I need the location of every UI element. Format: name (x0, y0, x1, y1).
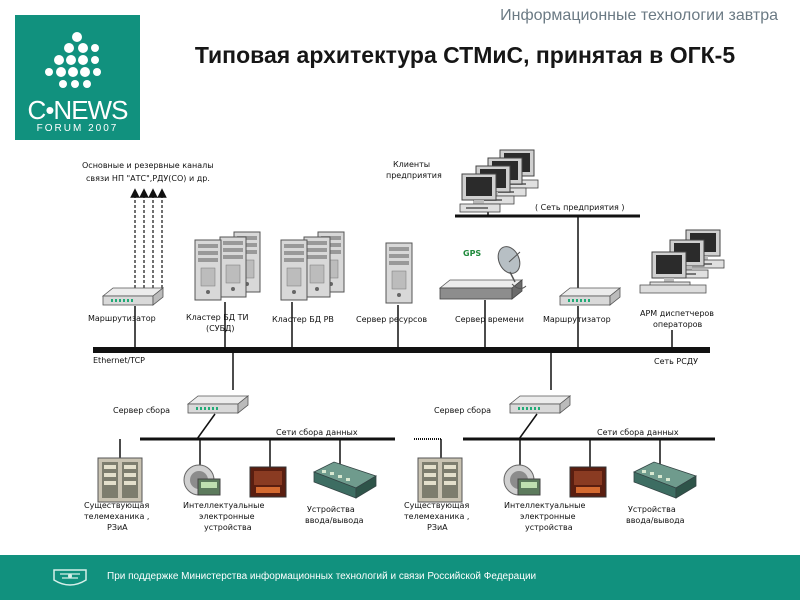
footer-text: При поддержке Министерства информационны… (107, 571, 537, 582)
telemech-right-label-1: Существующая (404, 501, 470, 510)
time-server-label: Сервер времени (455, 315, 524, 324)
logo-forum: FORUM 2007 (36, 123, 119, 134)
io-devices-right-icon (633, 461, 697, 499)
footer-bar: При поддержке Министерства информационны… (0, 555, 800, 600)
data-networks-left-label: Сети сбора данных (276, 428, 358, 437)
meter-left-icon (249, 466, 287, 498)
telemech-left-label-2: телемеханика , (84, 512, 150, 521)
dots-logo-icon (45, 32, 101, 88)
ied-right-label-2: электронные (520, 512, 576, 521)
gps-antenna-icon (497, 246, 527, 290)
io-right-label-1: Устройства (628, 505, 676, 514)
cluster-rv-icon (280, 231, 345, 301)
io-right-label-2: ввода/вывода (626, 516, 685, 525)
rsdu-network-label: Сеть РСДУ (654, 357, 698, 366)
clients-label-2: предприятия (386, 171, 442, 180)
telemech-right-label-2: телемеханика , (404, 512, 470, 521)
meter-right-icon (569, 466, 607, 498)
telemech-left-label-3: РЗиА (107, 523, 128, 532)
io-devices-left-icon (313, 461, 377, 499)
ied-left-label-2: электронные (199, 512, 255, 521)
telemech-left-label-1: Существующая (84, 501, 150, 510)
arm-label-1: АРМ диспетчеров (640, 309, 715, 318)
resource-server-label: Сервер ресурсов (356, 315, 428, 324)
ied-right-label-3: устройства (525, 523, 573, 532)
operator-workstations-icon (639, 229, 725, 294)
cluster-ti-label-2: (СУБД) (206, 324, 235, 333)
cluster-rv-label: Кластер БД РВ (272, 315, 334, 324)
collection-server-left-label: Сервер сбора (113, 406, 171, 415)
logo-name: C•NEWS (27, 95, 129, 125)
router-right-label: Маршрутизатор (543, 315, 611, 324)
router-left-icon (102, 287, 164, 306)
telemechanics-left-icon (97, 457, 143, 503)
cluster-ti-icon (194, 231, 261, 301)
client-computers-icon (459, 149, 539, 213)
telemechanics-right-icon (417, 457, 463, 503)
channel-arrows (130, 188, 167, 288)
telemech-right-label-3: РЗиА (427, 523, 448, 532)
cluster-ti-label-1: Кластер БД ТИ (186, 313, 249, 322)
resource-server-icon (385, 242, 413, 304)
ied-right-label-1: Интеллектуальные (504, 501, 586, 510)
io-left-label-1: Устройства (307, 505, 355, 514)
router-right-icon (559, 287, 621, 306)
ied-right-icon (503, 464, 541, 496)
page-title: Типовая архитектура СТМиС, принятая в ОГ… (194, 42, 736, 68)
collection-server-left-icon (187, 395, 249, 414)
ministry-emblem-icon (53, 569, 87, 586)
clients-label-1: Клиенты (393, 160, 431, 169)
data-networks-right-label: Сети сбора данных (597, 428, 679, 437)
collection-server-right-icon (509, 395, 571, 414)
cnews-forum-logo: C•NEWS FORUM 2007 (15, 15, 140, 140)
ethernet-label: Ethernet/TCP (93, 356, 145, 365)
ied-left-label-1: Интеллектуальные (183, 501, 265, 510)
ied-left-label-3: устройства (204, 523, 252, 532)
enterprise-network-label: ( Сеть предприятия ) (535, 203, 625, 213)
collection-server-right-label: Сервер сбора (434, 406, 492, 415)
arm-label-2: операторов (653, 320, 703, 329)
architecture-diagram (93, 149, 725, 503)
channels-label-1: Основные и резервные каналы (82, 161, 214, 170)
time-server-icon (438, 279, 524, 300)
ied-left-icon (183, 464, 221, 496)
channels-label-2: связи НП "АТС",РДУ(СО) и др. (86, 174, 210, 183)
gps-label: GPS (463, 249, 482, 258)
router-left-label: Маршрутизатор (88, 314, 156, 323)
io-left-label-2: ввода/вывода (305, 516, 364, 525)
header-tagline: Информационные технологии завтра (500, 7, 778, 24)
